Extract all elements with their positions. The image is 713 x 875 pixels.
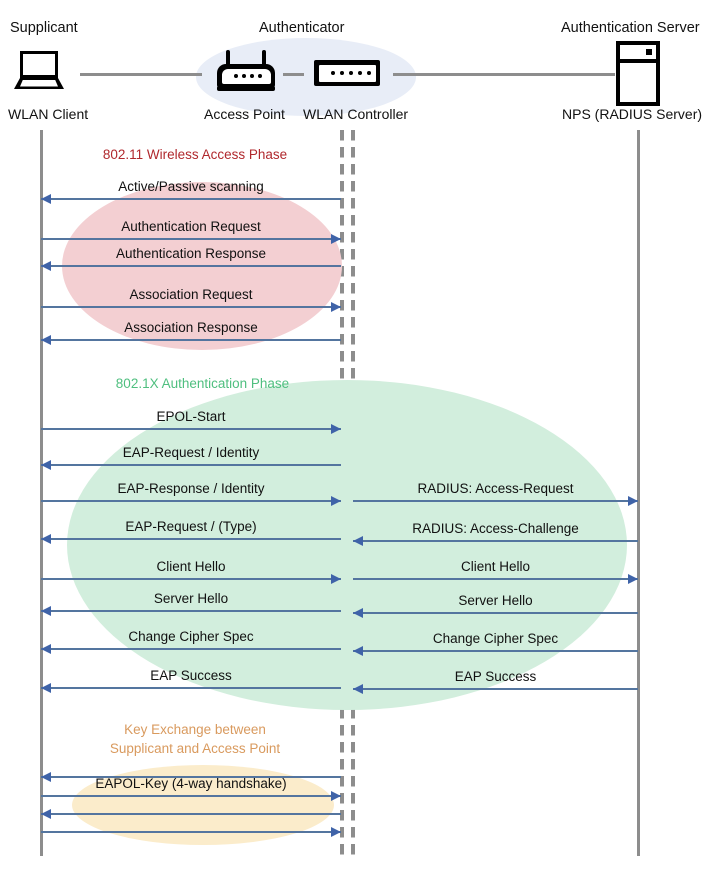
controller-icon — [314, 60, 380, 86]
lifeline-supplicant — [40, 130, 43, 856]
actor-device-wlan-controller: WLAN Controller — [303, 106, 409, 122]
laptop-icon — [14, 51, 64, 89]
message-label: EAP-Response / Identity — [117, 481, 265, 496]
lifeline-authentication-server — [637, 130, 640, 856]
actor-role-supplicant: Supplicant — [10, 20, 78, 36]
arrowhead-right-icon — [331, 301, 341, 312]
link-client-to-ap — [80, 73, 202, 76]
phase-ellipse-dot1x — [67, 380, 627, 710]
phase-label-dot1x: 802.1X Authentication Phase — [115, 376, 290, 391]
message-line — [41, 538, 341, 540]
link-ap-to-controller — [283, 73, 304, 76]
arrowhead-left-icon — [41, 459, 51, 470]
message-label: Active/Passive scanning — [118, 179, 264, 194]
message-line — [41, 238, 341, 240]
arrowhead-left-icon — [41, 605, 51, 616]
actor-role-authenticator: Authenticator — [259, 20, 345, 36]
message-line — [41, 831, 341, 833]
message-label: EAP Success — [150, 668, 232, 683]
message-label: EAP Success — [454, 669, 537, 684]
message-line — [353, 500, 638, 502]
message-label: Client Hello — [156, 559, 226, 574]
arrowhead-right-icon — [628, 573, 638, 584]
message-label: Server Hello — [458, 593, 533, 608]
message-label: Association Response — [124, 320, 258, 335]
message-label: Change Cipher Spec — [432, 631, 559, 646]
message-label: Client Hello — [460, 559, 531, 574]
actor-device-wlan-client: WLAN Client — [8, 106, 89, 122]
message-line — [353, 578, 638, 580]
arrowhead-left-icon — [41, 334, 51, 345]
message-line — [41, 500, 341, 502]
arrowhead-left-icon — [353, 683, 363, 694]
message-line — [353, 688, 638, 690]
message-line — [41, 795, 341, 797]
arrowhead-right-icon — [331, 423, 341, 434]
message-line — [41, 198, 341, 200]
arrowhead-right-icon — [331, 826, 341, 837]
message-line — [41, 428, 341, 430]
access-point-icon — [217, 50, 275, 91]
arrowhead-left-icon — [41, 643, 51, 654]
arrowhead-left-icon — [41, 533, 51, 544]
message-label: EAPOL-Key (4-way handshake) — [95, 776, 287, 791]
message-label: Server Hello — [153, 591, 229, 606]
message-line — [41, 648, 341, 650]
message-label: Authentication Response — [115, 246, 267, 261]
phase-label-key-exchange-line1: Key Exchange between — [124, 722, 266, 737]
message-label: RADIUS: Access-Request — [417, 481, 574, 496]
arrowhead-left-icon — [353, 607, 363, 618]
message-label: EAP-Request / Identity — [122, 445, 260, 460]
message-line — [41, 610, 341, 612]
message-line — [353, 540, 638, 542]
arrowhead-right-icon — [331, 233, 341, 244]
arrowhead-right-icon — [628, 495, 638, 506]
message-line — [41, 687, 341, 689]
message-line — [41, 339, 341, 341]
phase-label-wireless-access: 802.11 Wireless Access Phase — [102, 147, 288, 162]
server-icon — [616, 41, 660, 106]
link-controller-to-server — [393, 73, 615, 76]
message-label: Association Request — [129, 287, 253, 302]
arrowhead-left-icon — [353, 535, 363, 546]
arrowhead-right-icon — [331, 495, 341, 506]
message-label: RADIUS: Access-Challenge — [412, 521, 579, 536]
message-label: EPOL-Start — [156, 409, 226, 424]
message-label: EAP-Request / (Type) — [125, 519, 257, 534]
arrowhead-left-icon — [41, 808, 51, 819]
actor-role-authentication-server: Authentication Server — [561, 20, 700, 36]
message-line — [353, 612, 638, 614]
actor-device-access-point: Access Point — [204, 106, 285, 122]
message-line — [41, 776, 341, 778]
arrowhead-left-icon — [41, 260, 51, 271]
message-line — [41, 578, 341, 580]
message-line — [41, 464, 341, 466]
arrowhead-left-icon — [41, 682, 51, 693]
phase-label-key-exchange-line2: Supplicant and Access Point — [109, 741, 281, 756]
message-label: Change Cipher Spec — [128, 629, 254, 644]
arrowhead-right-icon — [331, 573, 341, 584]
arrowhead-left-icon — [41, 771, 51, 782]
arrowhead-right-icon — [331, 790, 341, 801]
message-line — [353, 650, 638, 652]
message-line — [41, 306, 341, 308]
actor-device-nps: NPS (RADIUS Server) — [562, 106, 703, 122]
message-line — [41, 265, 341, 267]
message-line — [41, 813, 341, 815]
arrowhead-left-icon — [41, 193, 51, 204]
message-label: Authentication Request — [121, 219, 261, 234]
arrowhead-left-icon — [353, 645, 363, 656]
